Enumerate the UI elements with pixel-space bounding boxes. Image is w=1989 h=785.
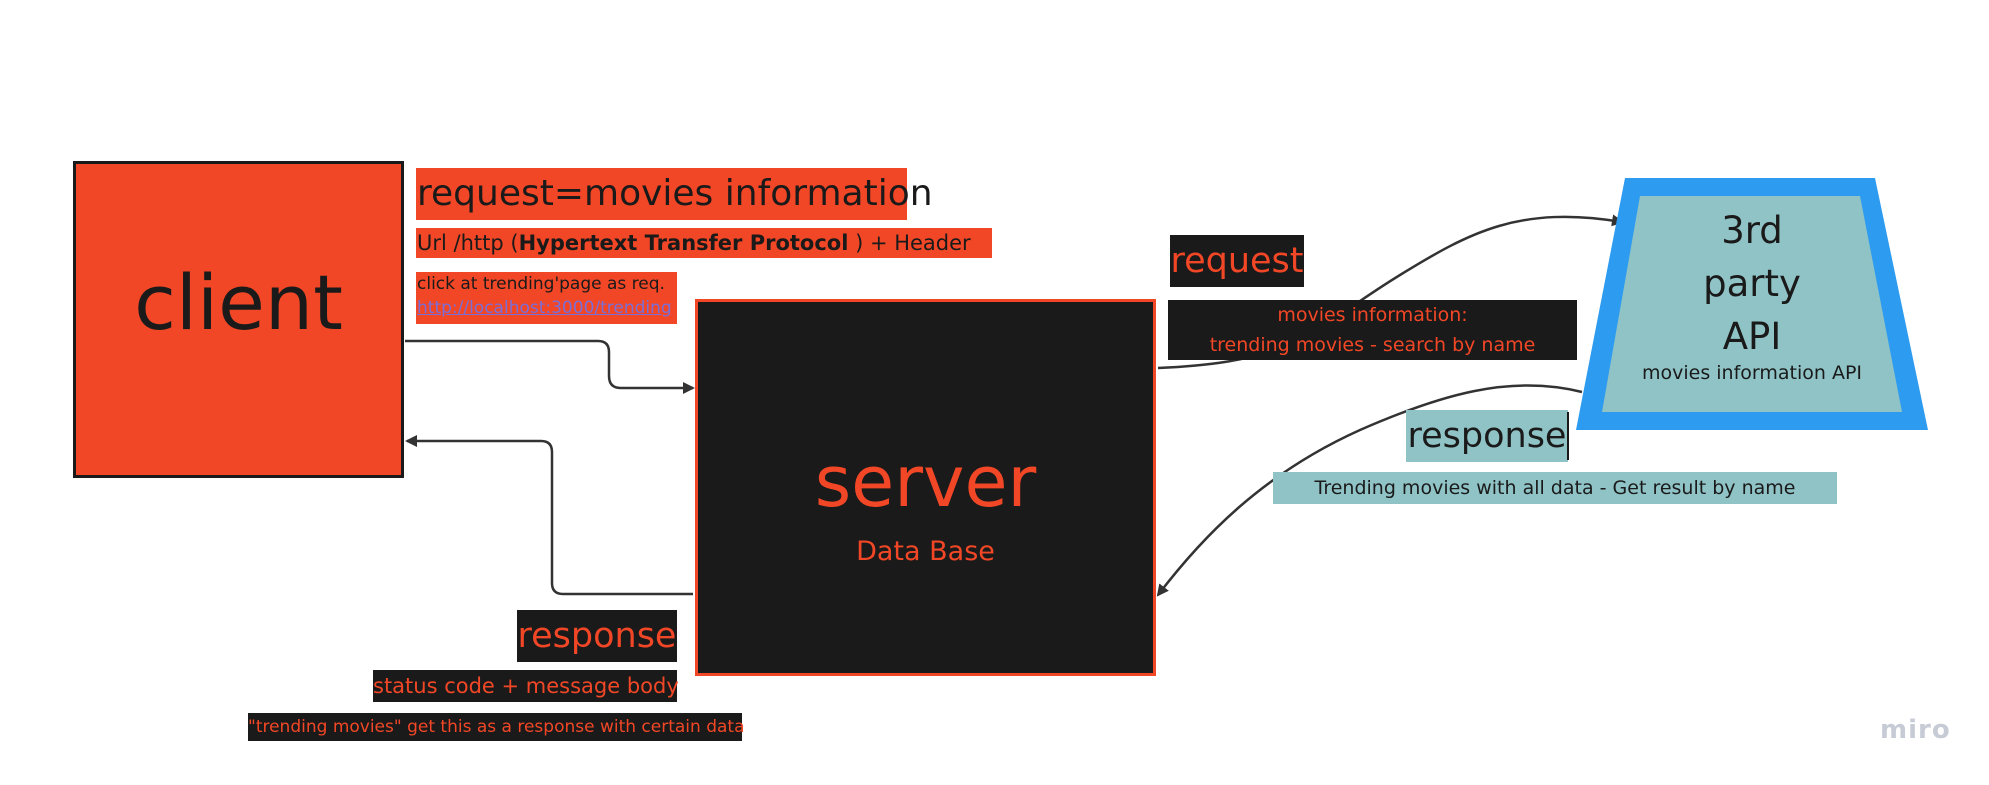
third-party-api-subtitle: movies information API	[1641, 362, 1863, 384]
client-request-url: Url /http (Hypertext Transfer Protocol )…	[416, 228, 992, 258]
third-party-title-line-3: API	[1722, 315, 1782, 358]
url-suffix: ) + Header	[848, 231, 971, 255]
server-sublabel: Data Base	[856, 536, 995, 567]
client-request-click-note: click at trending'page as req. http://lo…	[416, 272, 677, 324]
connector-server-to-client	[405, 435, 693, 596]
third-party-title-line-2: party	[1703, 262, 1801, 305]
api-response-label: response	[1406, 410, 1568, 462]
client-request-title: request=movies information	[416, 168, 933, 220]
text-caret	[1567, 412, 1569, 460]
url-protocol-bold: Hypertext Transfer Protocol	[518, 231, 849, 255]
trending-link[interactable]: http://localhost:3000/trending	[417, 298, 672, 318]
click-note-text: click at trending'page as req.	[417, 274, 665, 294]
server-response-status: status code + message body	[373, 670, 679, 702]
server-request-detail: movies information: trending movies - se…	[1168, 300, 1577, 360]
server-response-label: response	[517, 610, 677, 662]
server-request-label: request	[1170, 235, 1304, 287]
url-prefix: Url /http (	[417, 231, 519, 255]
server-label: server	[814, 441, 1037, 523]
third-party-api-shape	[1576, 178, 1928, 430]
miro-logo: miro	[1880, 715, 1951, 745]
client-box	[73, 161, 404, 478]
client-label: client	[134, 258, 343, 347]
third-party-api-title: 3rd party API	[1630, 204, 1874, 363]
server-response-trending-note: "trending movies" get this as a response…	[248, 713, 745, 741]
server-request-detail-line-1: movies information:	[1277, 304, 1468, 326]
connector-client-to-server	[405, 339, 695, 394]
server-box	[695, 299, 1156, 676]
third-party-title-line-1: 3rd	[1721, 209, 1783, 252]
api-response-detail: Trending movies with all data - Get resu…	[1273, 472, 1837, 504]
server-request-detail-line-2: trending movies - search by name	[1209, 334, 1536, 356]
